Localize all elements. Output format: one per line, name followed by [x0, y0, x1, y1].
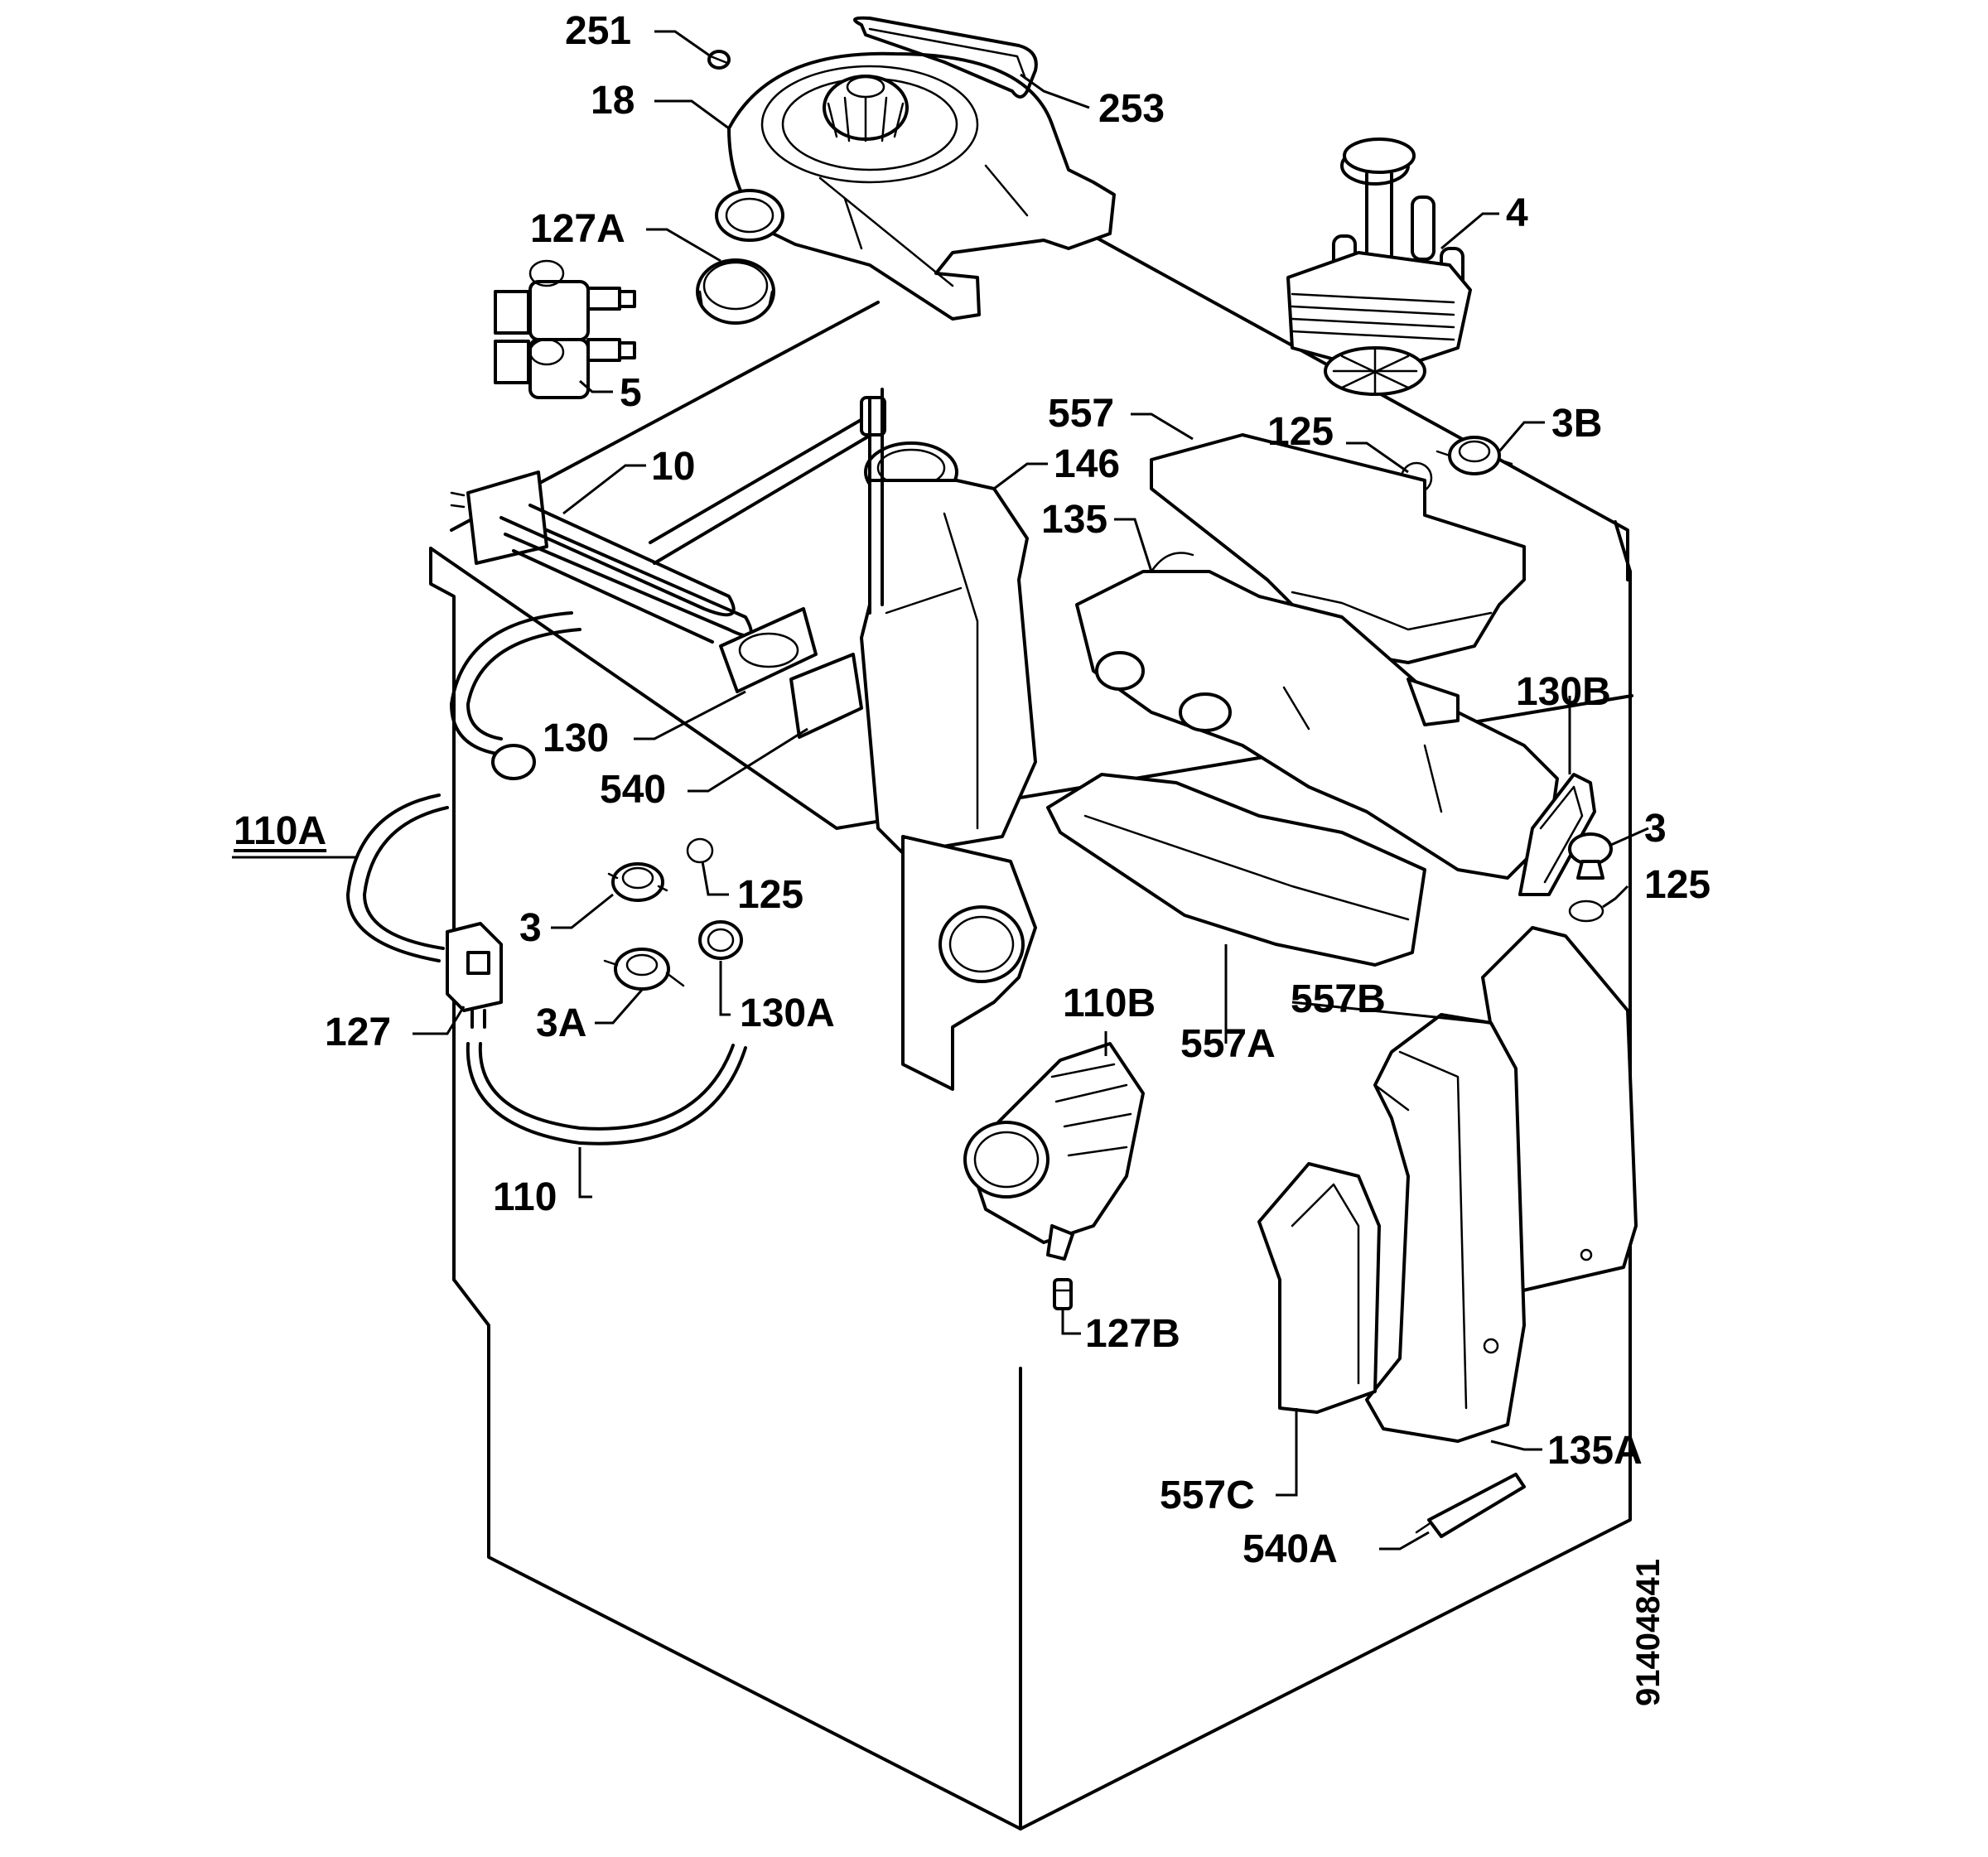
o-ring-125-right: [1568, 900, 1604, 923]
panel-557C: [1257, 1162, 1381, 1414]
part-label-125-right: 125: [1644, 863, 1711, 907]
drive-belt-253: [853, 16, 1038, 99]
drawing-number: 91404841: [1630, 1559, 1667, 1706]
nut-251: [707, 50, 731, 70]
part-label-251: 251: [565, 9, 632, 53]
motor-4: [1286, 137, 1472, 396]
part-label-130A: 130A: [740, 991, 835, 1035]
part-label-557C: 557C: [1160, 1474, 1255, 1517]
fan-housing-18: [715, 51, 1116, 321]
gasket-130B: [1518, 773, 1596, 896]
part-label-146: 146: [1054, 442, 1121, 486]
thermostat-3-right: [1568, 832, 1613, 880]
o-ring-125-left: [686, 837, 714, 864]
thermostat-3B: [1436, 436, 1513, 475]
part-label-18: 18: [591, 79, 635, 123]
part-label-10: 10: [651, 445, 696, 489]
hose-110A: [346, 793, 441, 962]
ring-130A: [698, 920, 743, 960]
water-valve-5: [494, 259, 636, 399]
bellows-hose-110B: [963, 1042, 1145, 1261]
leader-lines: [232, 30, 1649, 1551]
part-label-110: 110: [493, 1175, 557, 1219]
part-label-253: 253: [1098, 87, 1165, 131]
part-label-3A: 3A: [536, 1001, 587, 1045]
part-label-5: 5: [620, 371, 642, 415]
part-label-125-top: 125: [1267, 410, 1334, 454]
fitting-127B: [1053, 1278, 1073, 1310]
ring-127A: [696, 258, 775, 325]
part-label-125-left: 125: [737, 873, 804, 917]
part-label-3B: 3B: [1551, 402, 1603, 446]
part-label-4: 4: [1506, 191, 1528, 235]
part-label-557B: 557B: [1291, 977, 1386, 1021]
gasket-130: [719, 607, 818, 693]
part-label-127B: 127B: [1085, 1312, 1180, 1356]
seal-540: [789, 653, 863, 739]
part-label-127A: 127A: [530, 207, 625, 251]
part-label-110A: 110A: [234, 809, 327, 853]
part-label-557A: 557A: [1180, 1022, 1276, 1066]
tray-557A: [1046, 773, 1426, 967]
part-label-135A: 135A: [1547, 1429, 1643, 1473]
condenser-duct-146: [860, 388, 1037, 1091]
part-label-130B: 130B: [1516, 670, 1611, 714]
part-label-135: 135: [1041, 498, 1108, 542]
thermostat-3-left: [607, 862, 668, 902]
heater-element-10: [450, 396, 886, 780]
connector-127: [446, 922, 503, 1029]
duct-135A: [1365, 1013, 1526, 1443]
hose-110: [466, 1042, 747, 1146]
seal-540A: [1415, 1473, 1526, 1538]
part-label-540: 540: [600, 768, 667, 812]
part-label-130: 130: [543, 716, 610, 760]
part-label-557: 557: [1048, 392, 1115, 436]
part-label-127: 127: [325, 1010, 392, 1054]
top-cover-557: [1150, 433, 1526, 664]
thermostat-3A: [603, 948, 685, 991]
part-label-3-left: 3: [519, 906, 542, 950]
part-label-110B: 110B: [1063, 982, 1156, 1025]
part-label-3-right: 3: [1644, 807, 1667, 851]
part-label-540A: 540A: [1242, 1527, 1338, 1571]
